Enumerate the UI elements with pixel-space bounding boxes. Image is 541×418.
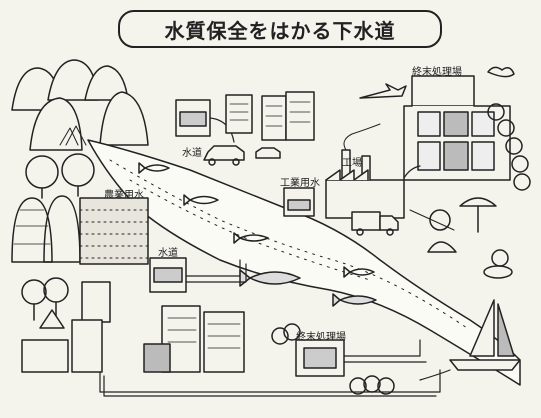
page-title: 水質保全をはかる下水道 (164, 18, 396, 43)
fish-icon (233, 232, 269, 244)
label-sewage-plant-bottom: 終末処理場 (296, 332, 346, 343)
fish-icon (138, 162, 170, 174)
fish-icon (343, 266, 375, 278)
water-plant-top (175, 99, 235, 143)
city-top (225, 91, 315, 141)
truck (351, 211, 399, 236)
label-agriculture-water: 農業用水 (104, 190, 144, 201)
farm-field (79, 197, 149, 265)
clouds (487, 66, 531, 191)
airplane-icon (359, 83, 407, 99)
label-factory: 工場 (342, 158, 362, 169)
trees-left (21, 153, 95, 321)
sailboat (449, 299, 521, 371)
water-plant-middle (149, 257, 187, 293)
title-banner: 水質保全をはかる下水道 (118, 10, 442, 48)
industrial-water-tank (283, 187, 315, 217)
cars (203, 145, 281, 166)
sewer-pipes (99, 165, 451, 397)
sewage-plant-top (403, 75, 511, 181)
houses-left (21, 281, 111, 373)
river (87, 139, 521, 386)
swimmer (483, 249, 513, 279)
trees-bottom (349, 375, 395, 395)
fisherman (409, 197, 497, 253)
fish-icon (183, 194, 219, 206)
label-water-supply-top: 水道 (182, 148, 202, 159)
label-industrial-water: 工業用水 (280, 178, 320, 189)
forest-hills (11, 59, 149, 151)
sewage-plant-bottom (271, 323, 345, 377)
label-water-supply-mid: 水道 (158, 248, 178, 259)
city-bottom (143, 305, 245, 373)
fish-icon (332, 293, 377, 307)
greenhouses (11, 195, 81, 263)
factory (325, 123, 405, 219)
label-sewage-plant-top: 終末処理場 (412, 67, 462, 78)
